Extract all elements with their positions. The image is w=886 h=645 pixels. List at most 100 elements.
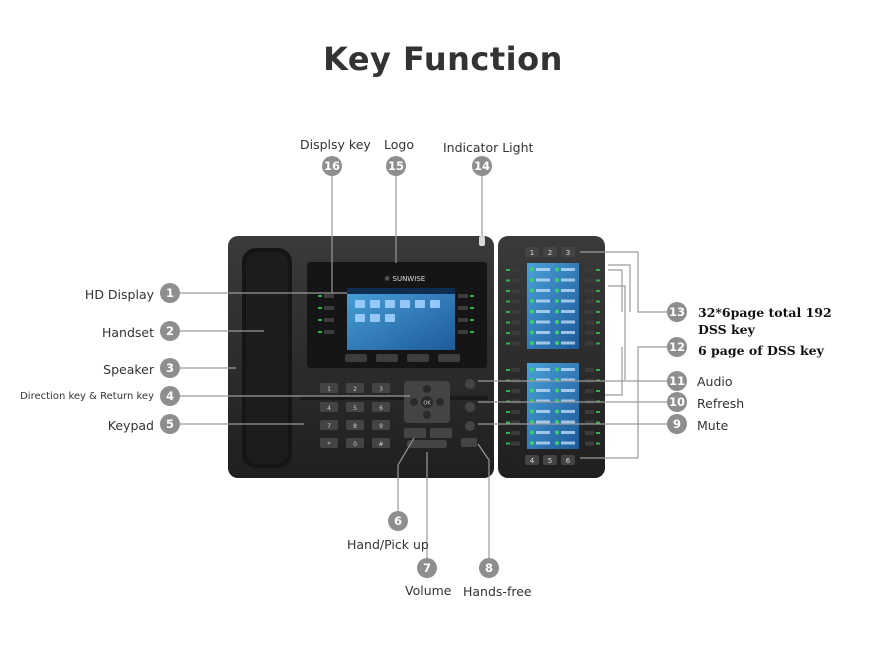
badge-1: 1 [160,283,180,303]
dss-status-dot [530,267,534,272]
dss-side-key [585,268,594,272]
dss-led [506,321,510,324]
label-volume: Volume [405,583,452,598]
dss-status-dot [530,320,534,324]
dss-entry [536,331,550,334]
mute-key [465,421,475,431]
dss-side-key [585,368,594,372]
dss-entry [561,420,575,424]
dss-status-dot [555,441,559,445]
dss-led [596,290,600,292]
dss-entry [561,310,575,313]
dss-led [596,411,600,413]
badge-6: 6 [388,511,408,531]
volume-bar [407,440,447,448]
dss-side-key [511,268,520,272]
dss-led [596,421,600,424]
dss-page-key-2: 2 [548,249,552,257]
dss-led [596,332,600,334]
dss-side-key [585,331,594,335]
dss-entry [561,331,575,334]
dss-side-key [585,341,594,346]
dss-side-key [585,441,594,446]
dss-entry [561,341,575,345]
keypad-key-9: 9 [379,423,383,430]
keypad-key-0: 0 [353,441,357,448]
dss-status-dot [530,299,534,303]
dss-side-key [511,331,520,335]
page-title: Key Function [323,40,563,78]
dss-status-dot [555,278,559,282]
badge-3: 3 [160,358,180,378]
dss-entry [561,378,575,382]
badge-16: 16 [322,156,342,176]
dss-entry [536,389,550,392]
dss-side-key [585,420,594,425]
dss-status-dot [530,288,534,293]
badge-2: 2 [160,321,180,341]
display-keys [345,354,460,362]
badge-15: 15 [386,156,406,176]
badge-7: 7 [417,558,437,578]
dss-side-key [511,368,520,372]
label-direction-key: Direction key & Return key [20,391,154,402]
dss-entry [536,399,550,403]
dss-status-dot [555,288,559,293]
badge-8: 8 [479,558,499,578]
dss-status-dot [530,341,534,345]
dss-status-dot [555,367,559,372]
dss-entry [561,431,575,434]
badge-10: 10 [667,392,687,412]
dss-side-key [511,320,520,325]
dss-led [506,390,510,392]
label-refresh: Refresh [697,396,745,411]
label-handset: Handset [101,325,154,340]
keypad-key-*: * [328,441,331,448]
dss-entry [561,389,575,392]
dss-led [506,421,510,424]
dss-page-key-3: 3 [566,249,570,257]
dss-side-key [511,278,520,283]
dss-status-dot [555,330,559,335]
dss-status-dot [555,430,559,435]
dss-side-key [585,389,594,393]
function-key-left [404,428,426,438]
dss-page-keys [525,247,575,465]
dss-status-dot [555,341,559,345]
keypad-key-6: 6 [379,405,383,412]
dss-status-dot [555,299,559,303]
label-audio: Audio [697,374,733,389]
dss-led [506,311,510,313]
badge-13: 13 [667,302,687,322]
dss-status-dot [555,388,559,393]
logo: ☼ SUNWISE [384,275,425,283]
dss-status-dot [555,420,559,424]
dss-side-key [585,278,594,283]
dss-entry [536,410,550,413]
dss-side-key [511,310,520,314]
dss-led [506,269,510,271]
dss-entry [536,320,550,324]
badge-14: 14 [472,156,492,176]
dss-status-dot [555,409,559,414]
dss-side-key [511,341,520,346]
dss-side-key [585,320,594,325]
function-key-right [430,428,452,438]
dss-entry [536,278,550,282]
dss-entry [536,368,550,371]
dss-status-dot [530,430,534,435]
line-keys [324,294,468,334]
dss-status-dot [530,367,534,372]
dss-entry [536,299,550,303]
dss-led [596,342,600,345]
dss-page-key-6: 6 [566,457,571,465]
hands-free-key [461,438,477,447]
keypad-key-7: 7 [327,423,331,430]
dss-screen-top [527,263,579,349]
dss-entry [561,399,575,403]
dss-led [596,369,600,371]
badge-5: 5 [160,414,180,434]
keypad-key-5: 5 [353,405,357,412]
dss-led [596,442,600,445]
label-dss-total: 32*6page total 192 DSS key [698,305,832,337]
